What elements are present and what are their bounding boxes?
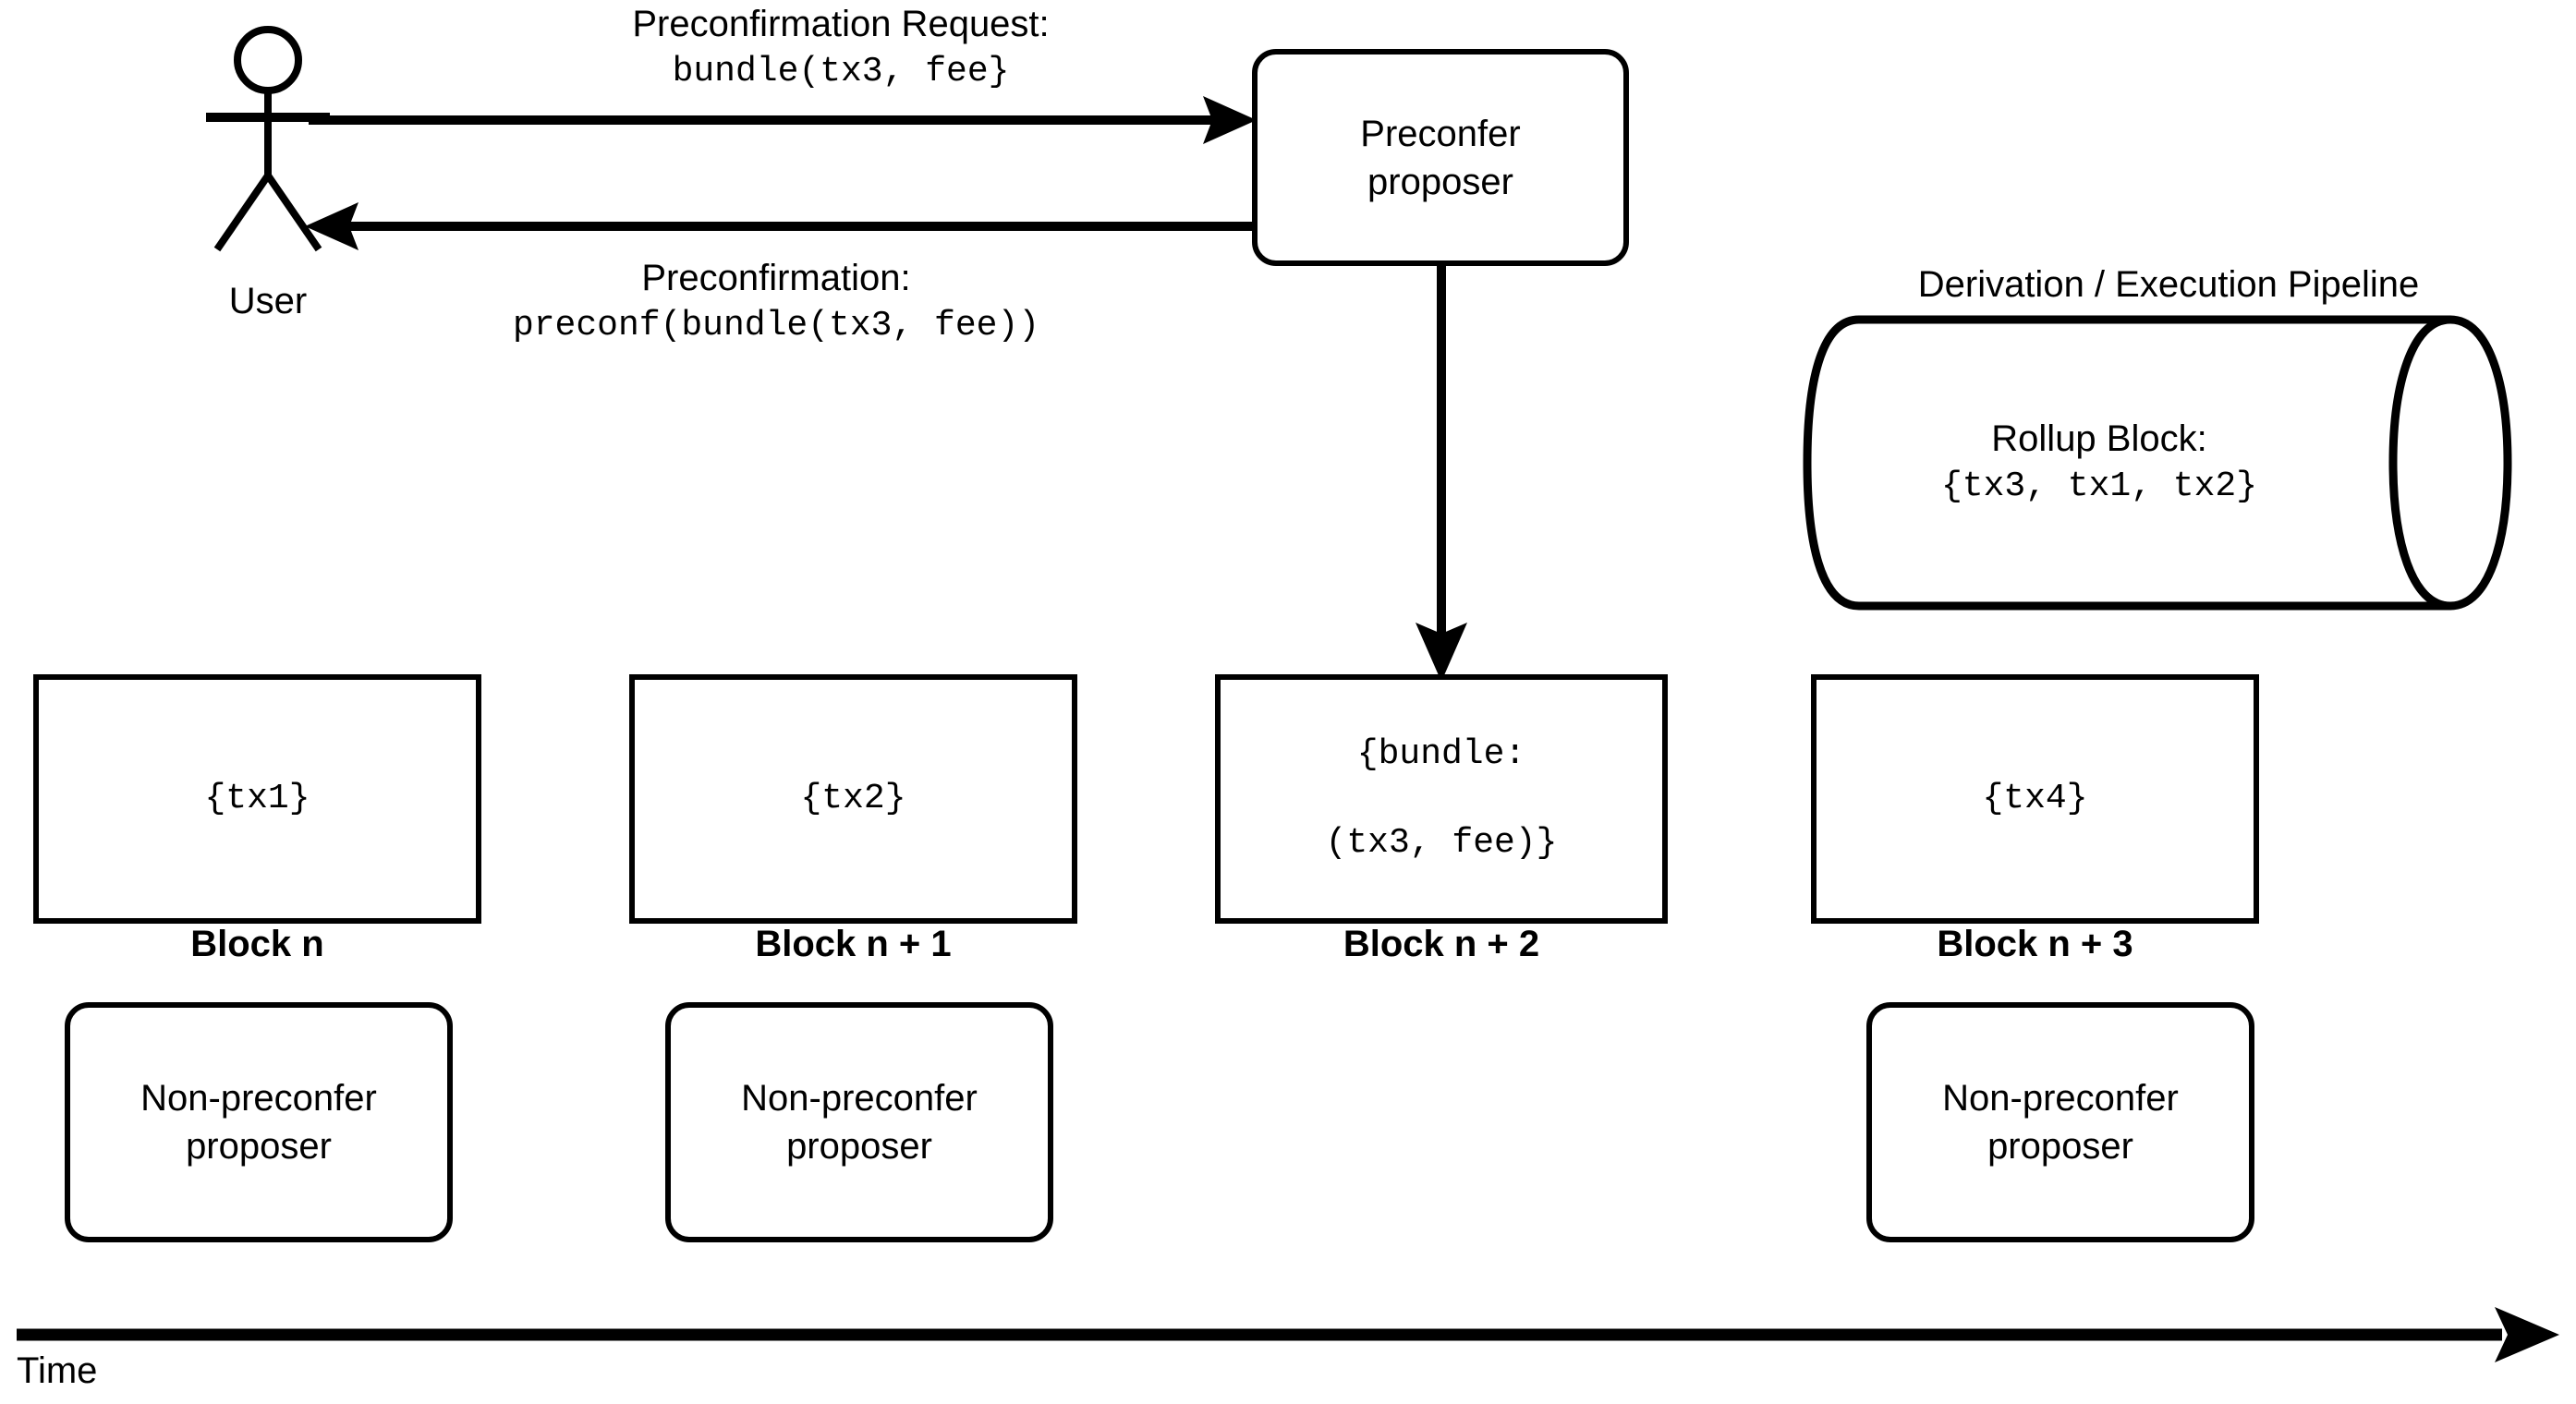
non-preconfer-proposer-1-line1: Non-preconfer <box>140 1078 377 1119</box>
block-n-plus-2-content-line1: {bundle: <box>1356 734 1526 774</box>
non-preconfer-proposer-2-line1: Non-preconfer <box>741 1078 978 1119</box>
message-request-line2: bundle(tx3, fee} <box>672 52 1010 91</box>
rollup-block-line2: {tx3, tx1, tx2} <box>1940 466 2258 506</box>
block-box-n[interactable]: {tx1} <box>33 674 481 924</box>
non-preconfer-proposer-3-line1: Non-preconfer <box>1942 1078 2179 1119</box>
block-box-n-plus-2[interactable]: {bundle: (tx3, fee)} <box>1215 674 1668 924</box>
message-request-label: Preconfirmation Request: bundle(tx3, fee… <box>490 0 1192 96</box>
non-preconfer-proposer-2-line2: proposer <box>786 1126 932 1167</box>
block-caption-n-plus-1: Block n + 1 <box>755 924 952 964</box>
preconfer-proposer-line1: Preconfer <box>1360 113 1521 154</box>
arrow-request <box>305 92 1257 148</box>
block-caption-n: Block n <box>190 924 324 964</box>
non-preconfer-proposer-1-line2: proposer <box>186 1126 332 1167</box>
message-preconfirmation-line1: Preconfirmation: <box>641 258 911 298</box>
block-n-plus-3-content-line1: {tx4} <box>1982 779 2088 818</box>
non-preconfer-proposer-box-1[interactable]: Non-preconfer proposer <box>65 1002 453 1242</box>
preconfer-proposer-box[interactable]: Preconfer proposer <box>1252 49 1629 266</box>
non-preconfer-proposer-3-line2: proposer <box>1987 1126 2133 1167</box>
arrow-preconfirmation <box>305 199 1257 254</box>
block-box-n-plus-1[interactable]: {tx2} <box>629 674 1077 924</box>
non-preconfer-proposer-box-2[interactable]: Non-preconfer proposer <box>665 1002 1053 1242</box>
block-n-plus-2-content-line2: (tx3, fee)} <box>1325 823 1558 863</box>
rollup-block-cylinder[interactable]: Rollup Block: {tx3, tx1, tx2} <box>1803 315 2533 611</box>
rollup-block-line1: Rollup Block: <box>1991 418 2207 459</box>
pipeline-caption: Derivation / Execution Pipeline <box>1917 264 2420 305</box>
block-n-content-line1: {tx1} <box>204 779 310 818</box>
message-request-line1: Preconfirmation Request: <box>632 4 1050 44</box>
actor-label-user: User <box>228 281 308 321</box>
timeline-arrow <box>17 1307 2559 1362</box>
message-preconfirmation-line2: preconf(bundle(tx3, fee)) <box>512 306 1040 345</box>
message-preconfirmation-label: Preconfirmation: preconf(bundle(tx3, fee… <box>388 254 1164 350</box>
timeline-label: Time <box>17 1350 98 1391</box>
block-n-plus-1-content-line1: {tx2} <box>800 779 906 818</box>
block-caption-n-plus-3: Block n + 3 <box>1937 924 2133 964</box>
block-caption-n-plus-2: Block n + 2 <box>1343 924 1540 964</box>
arrow-preconfer-to-block <box>1404 266 1478 682</box>
non-preconfer-proposer-box-3[interactable]: Non-preconfer proposer <box>1866 1002 2254 1242</box>
preconfer-proposer-line2: proposer <box>1367 161 1513 202</box>
block-box-n-plus-3[interactable]: {tx4} <box>1811 674 2259 924</box>
